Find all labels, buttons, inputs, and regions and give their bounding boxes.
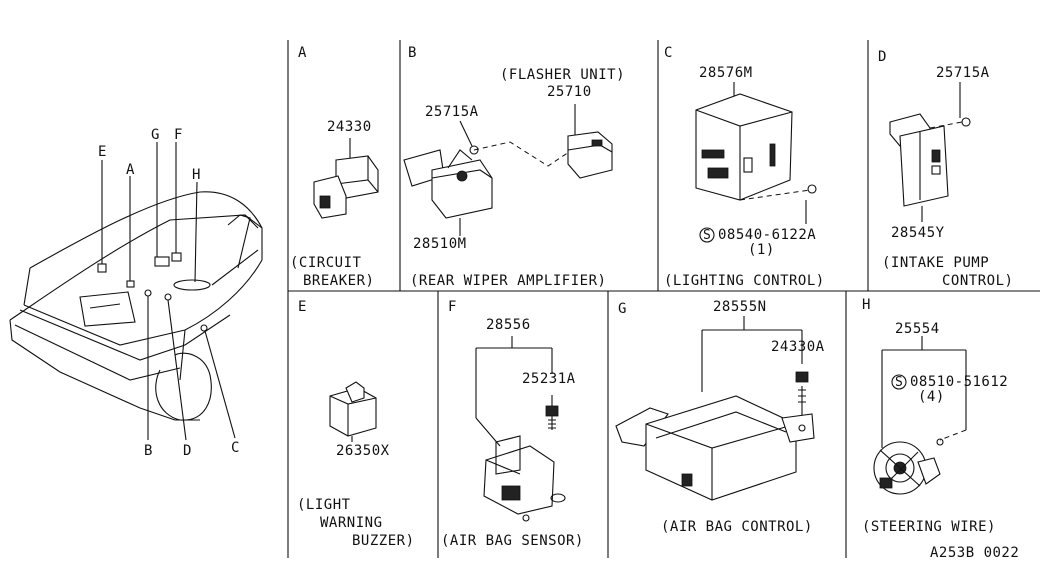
overview-callout-e: E <box>98 144 107 160</box>
overview-callout-g: G <box>151 127 160 143</box>
rear-wiper-amplifier-drawing <box>403 104 613 236</box>
caption-line: (LIGHT <box>297 497 351 513</box>
panel-letter: G <box>618 301 627 317</box>
caption-line: (AIR BAG SENSOR) <box>441 533 584 549</box>
screw-part-number: 08510-51612 <box>910 374 1009 390</box>
overview-callout-h: H <box>192 167 201 183</box>
part-number: 24330A <box>771 339 825 355</box>
caption-line: (CIRCUIT <box>290 255 362 271</box>
overview-callout-c: C <box>231 440 240 456</box>
intake-pump-control-drawing <box>889 82 971 222</box>
overview-callout-a: A <box>126 162 135 178</box>
steering-wire-drawing <box>873 336 967 495</box>
part-number: 28555N <box>713 299 767 315</box>
car-overview-drawing <box>9 142 263 441</box>
screw-symbol-label: S <box>703 228 712 243</box>
part-number: 25231A <box>522 371 576 387</box>
overview-callout-d: D <box>183 443 192 459</box>
screw-symbol-label: S <box>895 375 904 390</box>
caption-line: (REAR WIPER AMPLIFIER) <box>410 273 607 289</box>
overview-callout-f: F <box>174 127 183 143</box>
panel-letter: E <box>298 299 307 315</box>
caption-line: CONTROL) <box>942 273 1014 289</box>
part-number: 28556 <box>486 317 531 333</box>
panel-letter: H <box>862 297 871 313</box>
sub-label: (FLASHER UNIT) <box>500 67 626 83</box>
part-number: 28510M <box>413 236 467 252</box>
part-number: 26350X <box>336 443 390 459</box>
caption-line: (AIR BAG CONTROL) <box>661 519 813 535</box>
part-number: 25710 <box>547 84 592 100</box>
part-number: 28545Y <box>891 225 945 241</box>
panel-letter: F <box>448 299 457 315</box>
caption-line: (STEERING WIRE) <box>862 519 996 535</box>
part-number: 25715A <box>936 65 990 81</box>
caption-line: (INTAKE PUMP <box>882 255 990 271</box>
caption-line: BUZZER) <box>352 533 415 549</box>
screw-symbol-h <box>891 374 907 390</box>
diagram-code: A253B 0022 <box>930 545 1020 561</box>
part-number: 25554 <box>895 321 940 337</box>
light-warning-buzzer-drawing <box>329 381 377 442</box>
screw-part-number: 08540-6122A <box>718 227 817 243</box>
caption-line: BREAKER) <box>303 273 375 289</box>
panel-letter: B <box>408 45 417 61</box>
panel-letter: C <box>664 45 673 61</box>
overview-callout-b: B <box>144 443 153 459</box>
screw-symbol-c <box>699 227 715 243</box>
lighting-control-drawing <box>695 82 817 224</box>
screw-quantity: (4) <box>918 389 945 405</box>
part-number: 28576M <box>699 65 753 81</box>
circuit-breaker-drawing <box>313 138 379 219</box>
panel-letter: A <box>298 45 307 61</box>
air-bag-sensor-drawing <box>475 336 566 522</box>
part-number: 24330 <box>327 119 372 135</box>
air-bag-control-drawing <box>615 316 815 501</box>
caption-line: WARNING <box>320 515 383 531</box>
screw-quantity: (1) <box>748 242 775 258</box>
panel-grid <box>287 40 1040 558</box>
panel-letter: D <box>878 49 887 65</box>
part-number: 25715A <box>425 104 479 120</box>
caption-line: (LIGHTING CONTROL) <box>664 273 825 289</box>
